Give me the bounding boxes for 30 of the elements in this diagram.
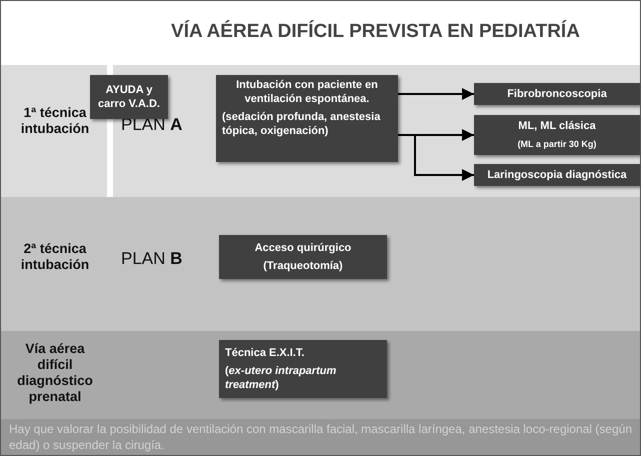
title: VÍA AÉREA DIFÍCIL PREVISTA EN PEDIATRÍA: [170, 21, 581, 43]
box-title: Fibrobroncoscopia: [506, 87, 608, 101]
process-box: [90, 75, 168, 119]
box-title: Intubación con paciente en ventilación espontánea.: [235, 78, 379, 106]
box-title: Técnica E.X.I.T.: [225, 346, 306, 360]
row-heading: 2ª técnica intubación: [20, 241, 90, 273]
row-heading: 1ª técnica intubación: [20, 105, 90, 137]
row-band: [1, 197, 640, 331]
box-title: Laringoscopia diagnóstica: [486, 168, 628, 182]
process-box: [219, 340, 387, 398]
box-subtitle: (sedación profunda, anestesia tópica, oxigenación): [222, 110, 382, 138]
row-band: [1, 331, 640, 419]
process-box: [474, 164, 640, 186]
process-box: [474, 83, 640, 105]
plan-label: PLAN A: [121, 115, 182, 135]
row-heading: Vía aérea difícil diagnóstico prenatal: [16, 341, 94, 405]
process-box: [474, 115, 640, 155]
arrow: [398, 134, 474, 181]
process-box: [219, 235, 387, 279]
box-title: AYUDA y carro V.A.D.: [97, 83, 161, 111]
arrow: [398, 88, 474, 100]
box-subtitle: (ex-utero intrapartum treatment): [225, 364, 338, 392]
box-title: Acceso quirúrgico: [254, 241, 352, 255]
process-box: [216, 75, 398, 162]
row-band: [1, 65, 640, 197]
box-subtitle: (ML a partir 30 Kg): [516, 138, 598, 151]
box-title: ML, ML clásica: [517, 119, 597, 133]
box-subtitle: (Traqueotomía): [262, 259, 344, 273]
note-text: Hay que valorar la posibilidad de ventilación con mascarilla facial, mascarilla laríngea, anestesia loco-regional (según edad) o suspender la cirugía.: [9, 421, 632, 453]
plan-label: PLAN B: [121, 249, 182, 269]
